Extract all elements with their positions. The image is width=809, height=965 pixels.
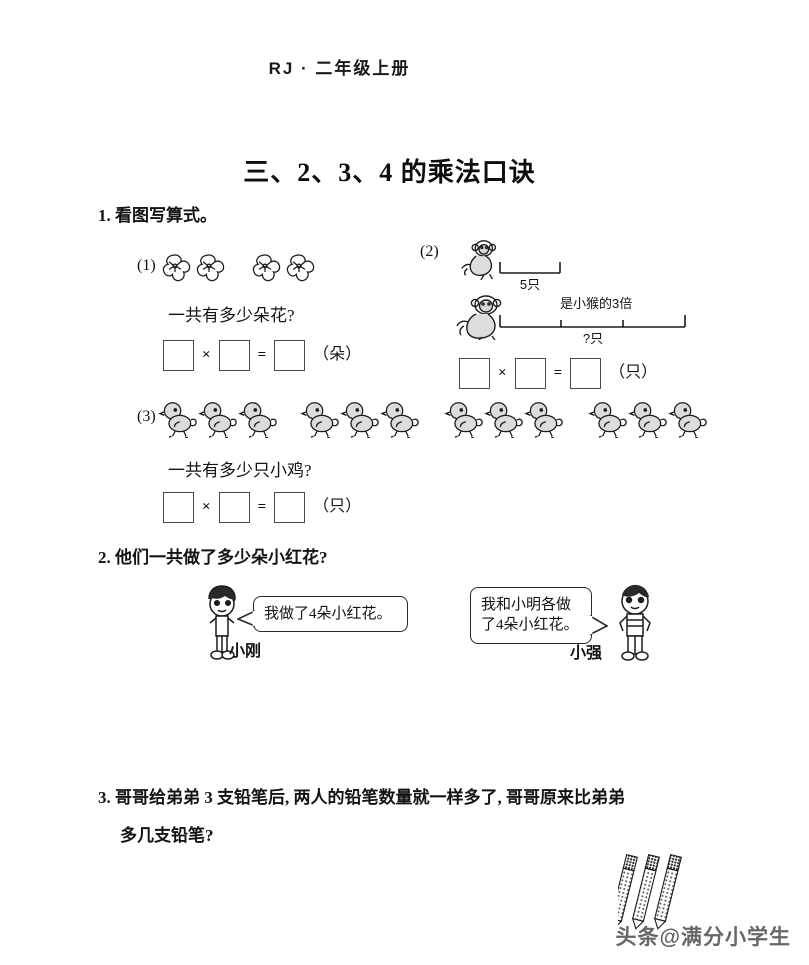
speech-tail-icon xyxy=(237,610,255,627)
page-title: 三、2、3、4 的乘法口诀 xyxy=(0,152,809,189)
equals-sign: = xyxy=(257,346,267,363)
header-text: RJ · 二年级上册 xyxy=(268,59,411,78)
watermark: 头条@满分小学生 xyxy=(616,921,791,951)
answer-box[interactable] xyxy=(514,358,546,389)
monkey-icon xyxy=(461,240,497,280)
page-title-text: 三、2、3、4 的乘法口诀 xyxy=(243,158,536,187)
speech-tail-icon xyxy=(590,615,608,636)
question-1-sub-1-prompt: 一共有多少朵花? xyxy=(168,303,295,329)
question-2-heading: 2. 他们一共做了多少朵小红花? xyxy=(98,545,328,571)
chick-icon xyxy=(197,402,237,438)
sub-3-prompt-text: 一共有多少只小鸡? xyxy=(168,461,312,480)
answer-box[interactable] xyxy=(218,492,250,523)
question-1-sub-1-equation: × = （朵） xyxy=(163,340,361,371)
pencil-icon xyxy=(618,853,683,930)
flower-group-2 xyxy=(248,249,316,283)
question-3-number: 3. xyxy=(98,788,111,807)
boy-icon xyxy=(208,585,236,660)
chick-group-4 xyxy=(587,400,708,438)
question-1-sub-1-figure: (1) xyxy=(137,249,316,283)
bar-bracket-top xyxy=(499,262,561,274)
answer-box[interactable] xyxy=(274,492,306,523)
question-3-text-line1: 哥哥给弟弟 3 支铅笔后, 两人的铅笔数量就一样多了, 哥哥原来比弟弟 xyxy=(115,788,625,807)
answer-box[interactable] xyxy=(570,358,602,389)
question-1-number: 1. xyxy=(98,206,111,225)
chick-icon xyxy=(237,402,277,438)
boy-icon xyxy=(619,584,651,661)
unit-label: （只） xyxy=(609,364,658,382)
answer-box[interactable] xyxy=(459,358,490,389)
watermark-text: 头条@满分小学生 xyxy=(615,926,791,949)
multiply-sign: × xyxy=(202,346,211,363)
chick-icon xyxy=(627,402,667,438)
equals-sign: = xyxy=(257,498,267,515)
bar-relation-label: 是小猴的3倍 xyxy=(560,296,633,311)
speech-text-2-line1: 我和小明各做 xyxy=(481,597,572,613)
chick-icon xyxy=(523,402,563,438)
question-1-sub-3-figure: (3) xyxy=(137,400,708,438)
chick-icon xyxy=(667,402,707,438)
chick-icon xyxy=(483,402,523,438)
speech-bubble-1: 我做了4朵小红花。 xyxy=(237,596,408,633)
answer-box[interactable] xyxy=(163,340,194,371)
chick-group-2 xyxy=(299,400,420,438)
multiply-sign: × xyxy=(202,498,211,515)
unit-label: （只） xyxy=(313,498,362,516)
question-1-sub-2-equation: × = （只） xyxy=(459,358,657,389)
sub-label-2-wrap: (2) xyxy=(420,238,439,265)
bar-top-label: 5只 xyxy=(519,277,541,292)
chick-group-3 xyxy=(443,400,564,438)
answer-box[interactable] xyxy=(274,340,306,371)
equals-sign: = xyxy=(553,364,563,381)
sub-label-1: (1) xyxy=(137,256,156,274)
chick-icon xyxy=(299,402,339,438)
chick-group-1 xyxy=(157,400,278,438)
question-3-text-line2: 多几支铅笔? xyxy=(120,826,214,846)
bar-bottom-label: ?只 xyxy=(582,331,604,346)
chick-icon xyxy=(443,402,483,438)
flower-icon xyxy=(286,254,314,282)
character-name-2: 小强 xyxy=(570,645,603,662)
flower-icon xyxy=(162,254,190,282)
unit-label: （朵） xyxy=(313,346,362,364)
question-2-number: 2. xyxy=(98,548,111,567)
question-1-sub-3-prompt: 一共有多少只小鸡? xyxy=(168,458,312,484)
chick-icon xyxy=(339,402,379,438)
sub-label-2: (2) xyxy=(420,243,439,260)
flower-icon xyxy=(196,254,224,282)
answer-box[interactable] xyxy=(163,492,194,523)
chick-icon xyxy=(379,402,419,438)
character-name-1: 小刚 xyxy=(229,643,262,660)
chick-icon xyxy=(587,402,627,438)
page-header: RJ · 二年级上册 xyxy=(0,54,809,79)
sub-1-prompt-text: 一共有多少朵花? xyxy=(168,306,295,325)
speech-text-2-line2: 了4朵小红花。 xyxy=(481,617,579,634)
monkey-icon xyxy=(456,295,502,340)
chick-icon xyxy=(157,402,197,438)
question-1-sub-3-equation: × = （只） xyxy=(163,492,361,523)
question-1-text: 看图写算式。 xyxy=(115,206,217,225)
speech-text-1: 我做了4朵小红花。 xyxy=(264,606,392,622)
bar-bracket-bottom xyxy=(499,315,686,328)
question-3-heading: 3. 哥哥给弟弟 3 支铅笔后, 两人的铅笔数量就一样多了, 哥哥原来比弟弟 多… xyxy=(98,785,748,850)
sub-label-3: (3) xyxy=(137,408,156,426)
question-2-text: 他们一共做了多少朵小红花? xyxy=(115,548,328,567)
answer-box[interactable] xyxy=(218,340,250,371)
multiply-sign: × xyxy=(498,364,507,381)
flower-group-1 xyxy=(158,249,226,283)
question-1-heading: 1. 看图写算式。 xyxy=(98,203,217,229)
flower-icon xyxy=(252,254,280,282)
speech-bubble-2: 我和小明各做 了4朵小红花。 xyxy=(470,587,608,644)
